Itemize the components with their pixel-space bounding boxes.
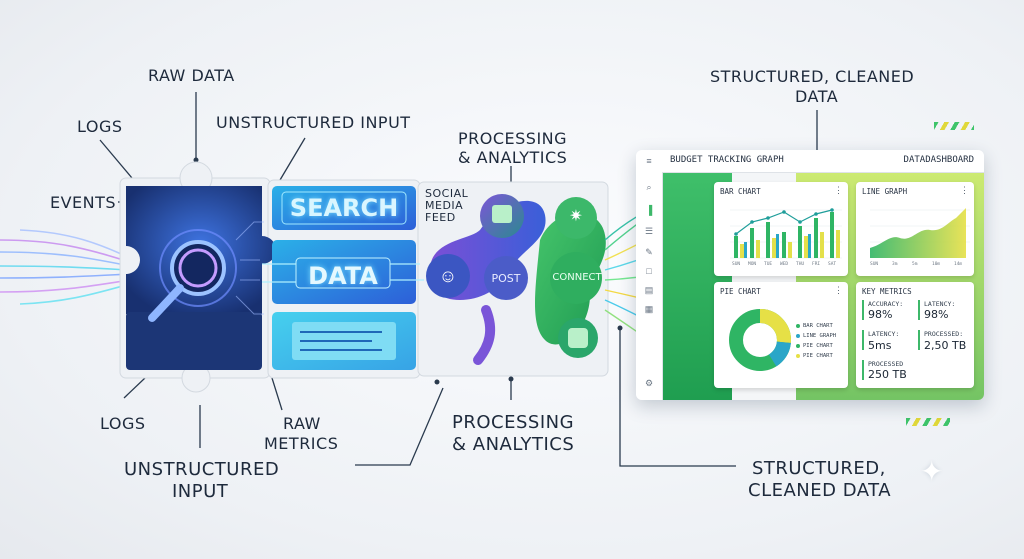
processing-bottom-2: & ANALYTICS [452, 434, 575, 455]
dashboard-brand: DATADASHBOARD [903, 155, 974, 165]
social-label-2: MEDIA [425, 199, 464, 212]
more-icon[interactable]: ⋮ [834, 185, 843, 195]
metric-4-label: PROCESSED [868, 360, 904, 368]
pie-legend-3: PIE CHART [803, 353, 833, 359]
pie-chart-card[interactable]: PIE CHART ⋮ BAR CHART LINE GRAPH PIE CHA… [714, 282, 848, 388]
processing-top-2: & ANALYTICS [458, 148, 568, 167]
line-day-4: 14m [954, 262, 963, 267]
metric-1-label: LATENCY: [924, 300, 956, 308]
key-metrics-title: KEY METRICS [862, 287, 912, 296]
search-label: SEARCH [289, 194, 399, 222]
accent-stripes-top [934, 122, 974, 130]
unstructured-bottom-2: INPUT [172, 481, 229, 502]
more-icon[interactable]: ⋮ [960, 185, 969, 195]
bar-day-5: FRI [812, 262, 821, 267]
bar-day-6: SAT [828, 262, 837, 267]
metric-4-value: 250 TB [868, 368, 907, 381]
raw-data-top-label: RAW DATA [148, 66, 235, 85]
metric-3-value: 2,50 TB [924, 339, 967, 352]
dashboard-panel: ≡ ⌕ ▐ ☰ ✎ □ ▤ ▦ ⚙ BUDGET TRACKING GRAPH … [636, 150, 984, 400]
bar-chart-card[interactable]: BAR CHART ⋮ SUN MON TUE WED THU FRI SAT [714, 182, 848, 276]
share-icon: ✷ [569, 208, 583, 225]
dashboard-title: BUDGET TRACKING GRAPH [670, 155, 784, 165]
logs-top-label: LOGS [77, 117, 123, 136]
dashboard-topbar [662, 150, 984, 173]
bar-chart-title: BAR CHART [720, 187, 761, 196]
phone-icon [568, 328, 588, 348]
metric-2-value: 5ms [868, 339, 892, 352]
processing-bottom-1: PROCESSING [452, 412, 575, 433]
metric-1-value: 98% [924, 308, 949, 321]
line-day-0: SUN [870, 262, 879, 267]
pie-legend-1: LINE GRAPH [803, 333, 837, 339]
post-label: POST [491, 272, 521, 285]
edit-icon[interactable]: ✎ [645, 247, 653, 257]
square-icon[interactable]: □ [646, 266, 652, 276]
dashboard-left-nav: ≡ ⌕ ▐ ☰ ✎ □ ▤ ▦ ⚙ [636, 150, 663, 400]
doc-icon[interactable]: ▤ [644, 285, 654, 295]
metric-bar [862, 360, 864, 380]
structured-top-2: DATA [795, 87, 839, 106]
pie-chart-title: PIE CHART [720, 287, 761, 296]
metric-0-value: 98% [868, 308, 893, 321]
menu-icon[interactable]: ≡ [646, 156, 652, 166]
metric-3-label: PROCESSED: [924, 330, 964, 338]
more-icon[interactable]: ⋮ [834, 285, 843, 295]
metric-bar [862, 330, 864, 350]
pie-legend-2: PIE CHART [803, 343, 833, 349]
gear-icon[interactable]: ⚙ [644, 378, 654, 388]
metric-bar [918, 300, 920, 320]
processing-top-1: PROCESSING [458, 129, 568, 148]
structured-top-1: STRUCTURED, CLEANED [710, 67, 915, 86]
structured-bottom-1: STRUCTURED, [752, 458, 886, 479]
bar-day-4: THU [796, 262, 805, 267]
connect-label: CONNECT [552, 272, 602, 283]
metric-2-label: LATENCY: [868, 330, 900, 338]
social-label-1: SOCIAL [425, 187, 469, 200]
chat-icon [492, 205, 512, 223]
raw-metrics-2: METRICS [264, 434, 339, 453]
line-day-3: 10m [932, 262, 941, 267]
line-graph-card[interactable]: LINE GRAPH ⋮ SUN 3m 5m 10m 14m [856, 182, 974, 276]
bar-chart-svg [730, 208, 842, 259]
bar-day-0: SUN [732, 262, 741, 267]
metric-bar [918, 330, 920, 350]
bar-day-2: TUE [764, 262, 773, 267]
social-label-3: FEED [425, 211, 456, 224]
key-metrics-card[interactable]: KEY METRICS ACCURACY: 98% LATENCY: 98% L… [856, 282, 974, 388]
grid-icon[interactable]: ▦ [644, 304, 654, 314]
logs-bottom-label: LOGS [100, 414, 146, 433]
chart-icon[interactable]: ▐ [645, 205, 653, 215]
line-day-1: 3m [892, 262, 898, 267]
sparkle-icon: ✦ [920, 456, 944, 487]
line-day-2: 5m [912, 262, 918, 267]
metric-bar [862, 300, 864, 320]
bar-day-3: WED [780, 262, 789, 267]
unstructured-bottom-1: UNSTRUCTURED [124, 459, 280, 480]
list-icon[interactable]: ☰ [644, 226, 654, 236]
search-icon[interactable]: ⌕ [646, 182, 652, 192]
accent-stripes-bottom [906, 418, 950, 426]
line-graph-title: LINE GRAPH [862, 187, 908, 196]
structured-bottom-2: CLEANED DATA [748, 480, 892, 501]
unstructured-top-label: UNSTRUCTURED INPUT [216, 113, 411, 132]
events-label: EVENTS [50, 193, 117, 212]
pie-legend-0: BAR CHART [803, 323, 833, 329]
line-graph-svg [870, 208, 970, 258]
people-icon: ☺ [438, 266, 458, 286]
pie-chart-svg [729, 309, 800, 371]
metric-0-label: ACCURACY: [868, 300, 904, 308]
data-label: DATA [308, 262, 378, 290]
bar-day-1: MON [748, 262, 757, 267]
raw-metrics-1: RAW [283, 414, 321, 433]
